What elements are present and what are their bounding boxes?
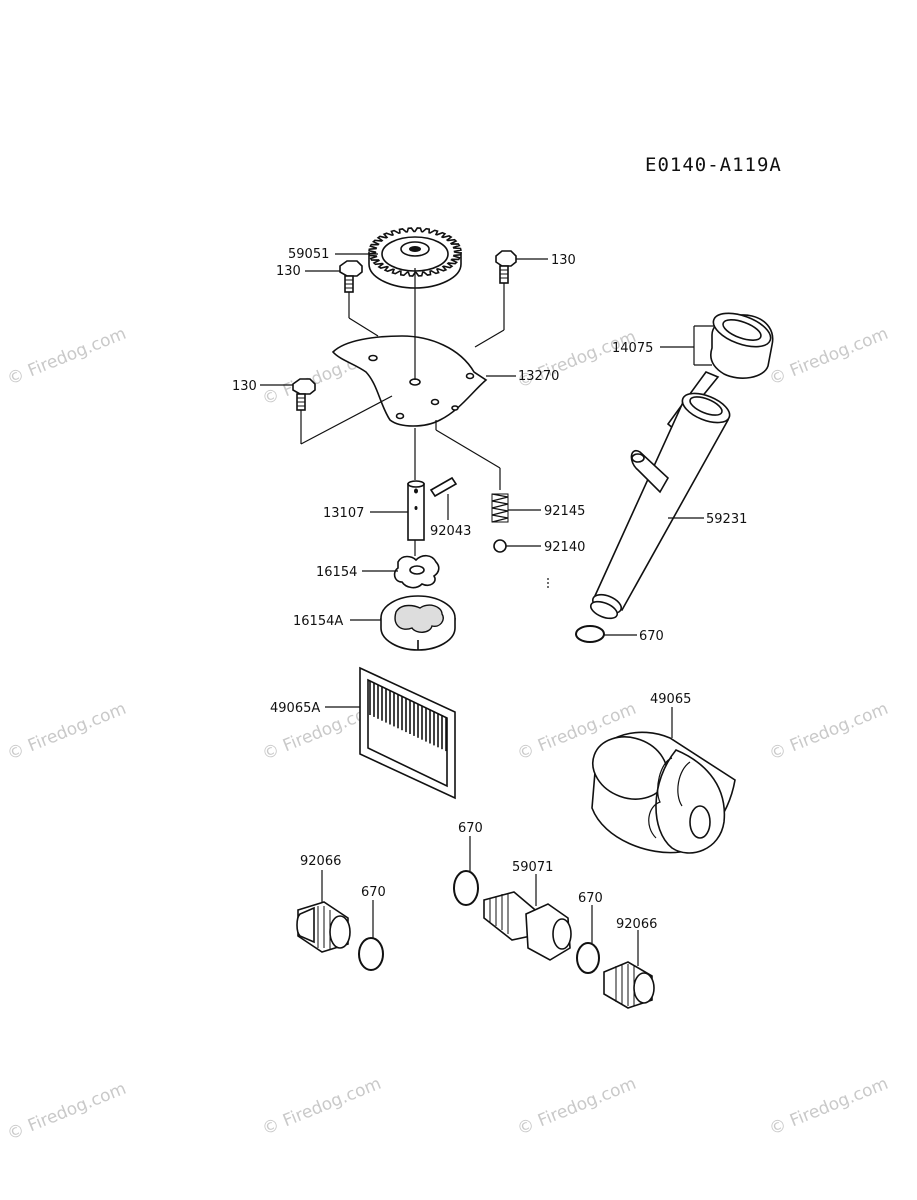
o-ring-670-tube <box>575 625 605 643</box>
drain-plug-92066-left <box>296 901 351 953</box>
shaft-13107 <box>407 480 425 541</box>
label-130: 130 <box>232 379 257 394</box>
pump-cover-plate-13270 <box>331 335 488 427</box>
oil-filler-tube-59231 <box>589 392 731 620</box>
diagram-code: E0140-A119A <box>645 154 782 176</box>
label-13270: 13270 <box>518 369 559 384</box>
watermark-text: © Firedog.com <box>4 699 129 765</box>
label-670: 670 <box>639 629 664 644</box>
o-ring-670-left <box>358 937 384 971</box>
pin-92043 <box>429 476 458 498</box>
label-92066: 92066 <box>616 917 657 932</box>
watermark-text: © Firedog.com <box>4 324 129 390</box>
oil-filter-element-49065A <box>359 666 456 800</box>
drain-plug-92066-right <box>603 961 655 1009</box>
watermark-text: © Firedog.com <box>766 1074 891 1140</box>
bolt-130-plate <box>292 378 316 411</box>
label-49065A: 49065A <box>270 701 320 716</box>
label-670: 670 <box>361 885 386 900</box>
outer-rotor-16154A <box>380 595 456 651</box>
oil-filter-49065 <box>591 731 736 854</box>
label-92145: 92145 <box>544 504 585 519</box>
label-16154A: 16154A <box>293 614 343 629</box>
watermark-text: © Firedog.com <box>259 1074 384 1140</box>
ball-92140 <box>493 539 507 553</box>
o-ring-670-fitting-lower <box>576 942 600 974</box>
watermark-text: © Firedog.com <box>766 699 891 765</box>
fitting-59071 <box>483 891 572 961</box>
label-13107: 13107 <box>323 506 364 521</box>
label-92043: 92043 <box>430 524 471 539</box>
label-59231: 59231 <box>706 512 747 527</box>
label-59071: 59071 <box>512 860 553 875</box>
label-670: 670 <box>578 891 603 906</box>
label-92140: 92140 <box>544 540 585 555</box>
bolt-130-right <box>495 250 517 284</box>
label-130: 130 <box>551 253 576 268</box>
filter-pleats <box>369 681 447 752</box>
spring-92145 <box>491 493 509 523</box>
watermark-text: © Firedog.com <box>766 324 891 390</box>
label-14075: 14075 <box>612 341 653 356</box>
label-16154: 16154 <box>316 565 357 580</box>
watermark-text: © Firedog.com <box>514 1074 639 1140</box>
label-670: 670 <box>458 821 483 836</box>
label-92066: 92066 <box>300 854 341 869</box>
label-59051: 59051 <box>288 247 329 262</box>
gear-59051 <box>368 227 462 289</box>
inner-rotor-16154 <box>393 554 440 589</box>
bolt-130-left <box>339 260 363 293</box>
o-ring-670-fitting-upper <box>453 870 479 906</box>
watermark-text: © Firedog.com <box>4 1079 129 1145</box>
label-130: 130 <box>276 264 301 279</box>
label-49065: 49065 <box>650 692 691 707</box>
